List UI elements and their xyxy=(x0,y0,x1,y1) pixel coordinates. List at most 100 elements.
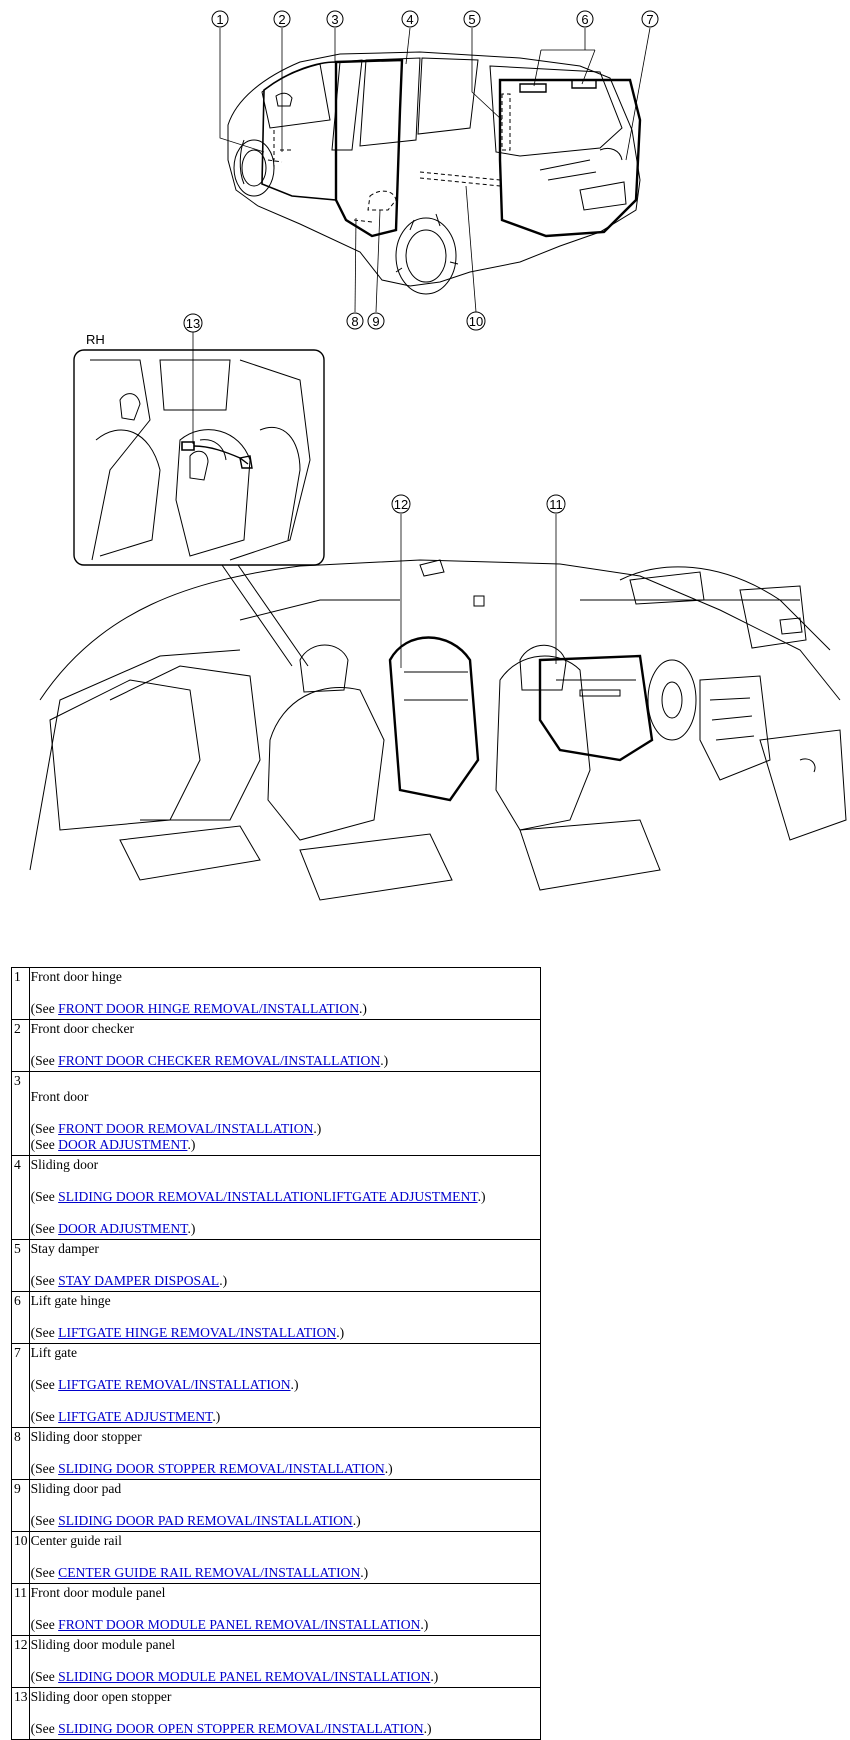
see-suffix: .) xyxy=(360,1565,369,1580)
part-number: 5 xyxy=(11,1239,30,1292)
part-description: Sliding door stopper(See SLIDING DOOR ST… xyxy=(28,1427,542,1480)
see-prefix: (See xyxy=(30,1137,59,1152)
see-prefix: (See xyxy=(30,1617,59,1632)
svg-text:5: 5 xyxy=(468,12,475,27)
see-reference: (See DOOR ADJUSTMENT.) xyxy=(31,1221,539,1237)
see-reference: (See LIFTGATE ADJUSTMENT.) xyxy=(31,1409,539,1425)
see-prefix: (See xyxy=(30,1669,59,1684)
spacer xyxy=(31,1205,539,1221)
procedure-link[interactable]: CENTER GUIDE RAIL REMOVAL/INSTALLATION xyxy=(58,1565,361,1580)
procedure-link[interactable]: DOOR ADJUSTMENT xyxy=(58,1221,188,1236)
part-name: Lift gate hinge xyxy=(30,1293,111,1308)
see-suffix: .) xyxy=(477,1189,486,1204)
see-suffix: .) xyxy=(187,1137,196,1152)
procedure-link[interactable]: SLIDING DOOR MODULE PANEL REMOVAL/INSTAL… xyxy=(58,1669,431,1684)
part-name: Sliding door open stopper xyxy=(30,1689,172,1704)
callout-3: 3 xyxy=(326,10,344,28)
spacer xyxy=(31,1601,539,1617)
svg-text:6: 6 xyxy=(581,12,588,27)
procedure-link[interactable]: LIFTGATE ADJUSTMENT xyxy=(58,1409,213,1424)
procedure-link[interactable]: FRONT DOOR MODULE PANEL REMOVAL/INSTALLA… xyxy=(58,1617,421,1632)
see-suffix: .) xyxy=(420,1617,429,1632)
svg-text:4: 4 xyxy=(406,12,413,27)
spacer xyxy=(31,1173,539,1189)
part-number: 7 xyxy=(11,1343,30,1428)
part-description: Sliding door(See SLIDING DOOR REMOVAL/IN… xyxy=(28,1155,542,1240)
part-name: Front door module panel xyxy=(30,1585,166,1600)
see-reference: (See CENTER GUIDE RAIL REMOVAL/INSTALLAT… xyxy=(31,1565,539,1581)
spacer xyxy=(31,1257,539,1273)
procedure-link[interactable]: SLIDING DOOR STOPPER REMOVAL/INSTALLATIO… xyxy=(58,1461,385,1476)
interior-cabin-drawing xyxy=(29,559,847,901)
see-suffix: .) xyxy=(313,1121,322,1136)
part-number: 2 xyxy=(11,1019,30,1072)
procedure-link[interactable]: SLIDING DOOR OPEN STOPPER REMOVAL/INSTAL… xyxy=(58,1721,424,1736)
callout-12: 12 xyxy=(391,494,411,514)
callout-2: 2 xyxy=(273,10,291,28)
spacer xyxy=(31,1549,539,1565)
procedure-link[interactable]: STAY DAMPER DISPOSAL xyxy=(58,1273,220,1288)
callout-11: 11 xyxy=(546,494,566,514)
see-prefix: (See xyxy=(30,1121,59,1136)
procedure-link[interactable]: DOOR ADJUSTMENT xyxy=(58,1137,188,1152)
procedure-link[interactable]: LIFTGATE REMOVAL/INSTALLATION xyxy=(58,1377,291,1392)
spacer xyxy=(31,1105,539,1121)
see-suffix: .) xyxy=(336,1325,345,1340)
procedure-link[interactable]: FRONT DOOR CHECKER REMOVAL/INSTALLATION xyxy=(58,1053,381,1068)
part-name: Front door xyxy=(30,1089,89,1104)
callout-5: 5 xyxy=(463,10,481,28)
part-number: 3 xyxy=(11,1071,30,1156)
spacer xyxy=(31,1037,539,1053)
spacer xyxy=(31,1393,539,1409)
spacer xyxy=(31,1309,539,1325)
see-prefix: (See xyxy=(30,1001,59,1016)
procedure-link[interactable]: SLIDING DOOR REMOVAL/INSTALLATIONLIFTGAT… xyxy=(58,1189,478,1204)
see-reference: (See FRONT DOOR CHECKER REMOVAL/INSTALLA… xyxy=(31,1053,539,1069)
procedure-link[interactable]: SLIDING DOOR PAD REMOVAL/INSTALLATION xyxy=(58,1513,353,1528)
procedure-link[interactable]: LIFTGATE HINGE REMOVAL/INSTALLATION xyxy=(58,1325,337,1340)
see-prefix: (See xyxy=(30,1513,59,1528)
procedure-link[interactable]: FRONT DOOR HINGE REMOVAL/INSTALLATION xyxy=(58,1001,360,1016)
see-suffix: .) xyxy=(290,1377,299,1392)
callout-13: 13 xyxy=(183,313,203,333)
see-prefix: (See xyxy=(30,1565,59,1580)
spacer xyxy=(31,1445,539,1461)
part-description: Lift gate (See LIFTGATE REMOVAL/INSTALLAT… xyxy=(28,1343,542,1428)
part-number: 12 xyxy=(11,1635,30,1688)
part-description: Front door checker(See FRONT DOOR CHECKE… xyxy=(28,1019,542,1072)
see-prefix: (See xyxy=(30,1053,59,1068)
part-description: Sliding door pad(See SLIDING DOOR PAD RE… xyxy=(28,1479,542,1532)
part-name: Lift gate xyxy=(30,1345,78,1360)
see-suffix: .) xyxy=(352,1513,361,1528)
callout-7: 7 xyxy=(641,10,659,28)
see-prefix: (See xyxy=(30,1377,59,1392)
see-prefix: (See xyxy=(30,1409,59,1424)
part-number: 6 xyxy=(11,1291,30,1344)
see-reference: (See SLIDING DOOR STOPPER REMOVAL/INSTAL… xyxy=(31,1461,539,1477)
see-suffix: .) xyxy=(212,1409,221,1424)
part-number: 11 xyxy=(11,1583,30,1636)
part-number: 10 xyxy=(11,1531,30,1584)
see-reference: (See LIFTGATE HINGE REMOVAL/INSTALLATION… xyxy=(31,1325,539,1341)
part-description: Stay damper(See STAY DAMPER DISPOSAL.) xyxy=(28,1239,542,1292)
callout-8: 8 xyxy=(346,312,364,330)
svg-text:13: 13 xyxy=(186,316,200,331)
procedure-link[interactable]: FRONT DOOR REMOVAL/INSTALLATION xyxy=(58,1121,314,1136)
part-name: Center guide rail xyxy=(30,1533,122,1548)
see-reference: (See LIFTGATE REMOVAL/INSTALLATION.) xyxy=(31,1377,539,1393)
see-suffix: .) xyxy=(384,1461,393,1476)
part-number: 8 xyxy=(11,1427,30,1480)
see-suffix: .) xyxy=(187,1221,196,1236)
see-reference: (See SLIDING DOOR MODULE PANEL REMOVAL/I… xyxy=(31,1669,539,1685)
part-name: Front door hinge xyxy=(30,969,122,984)
svg-text:2: 2 xyxy=(278,12,285,27)
svg-text:3: 3 xyxy=(331,12,338,27)
